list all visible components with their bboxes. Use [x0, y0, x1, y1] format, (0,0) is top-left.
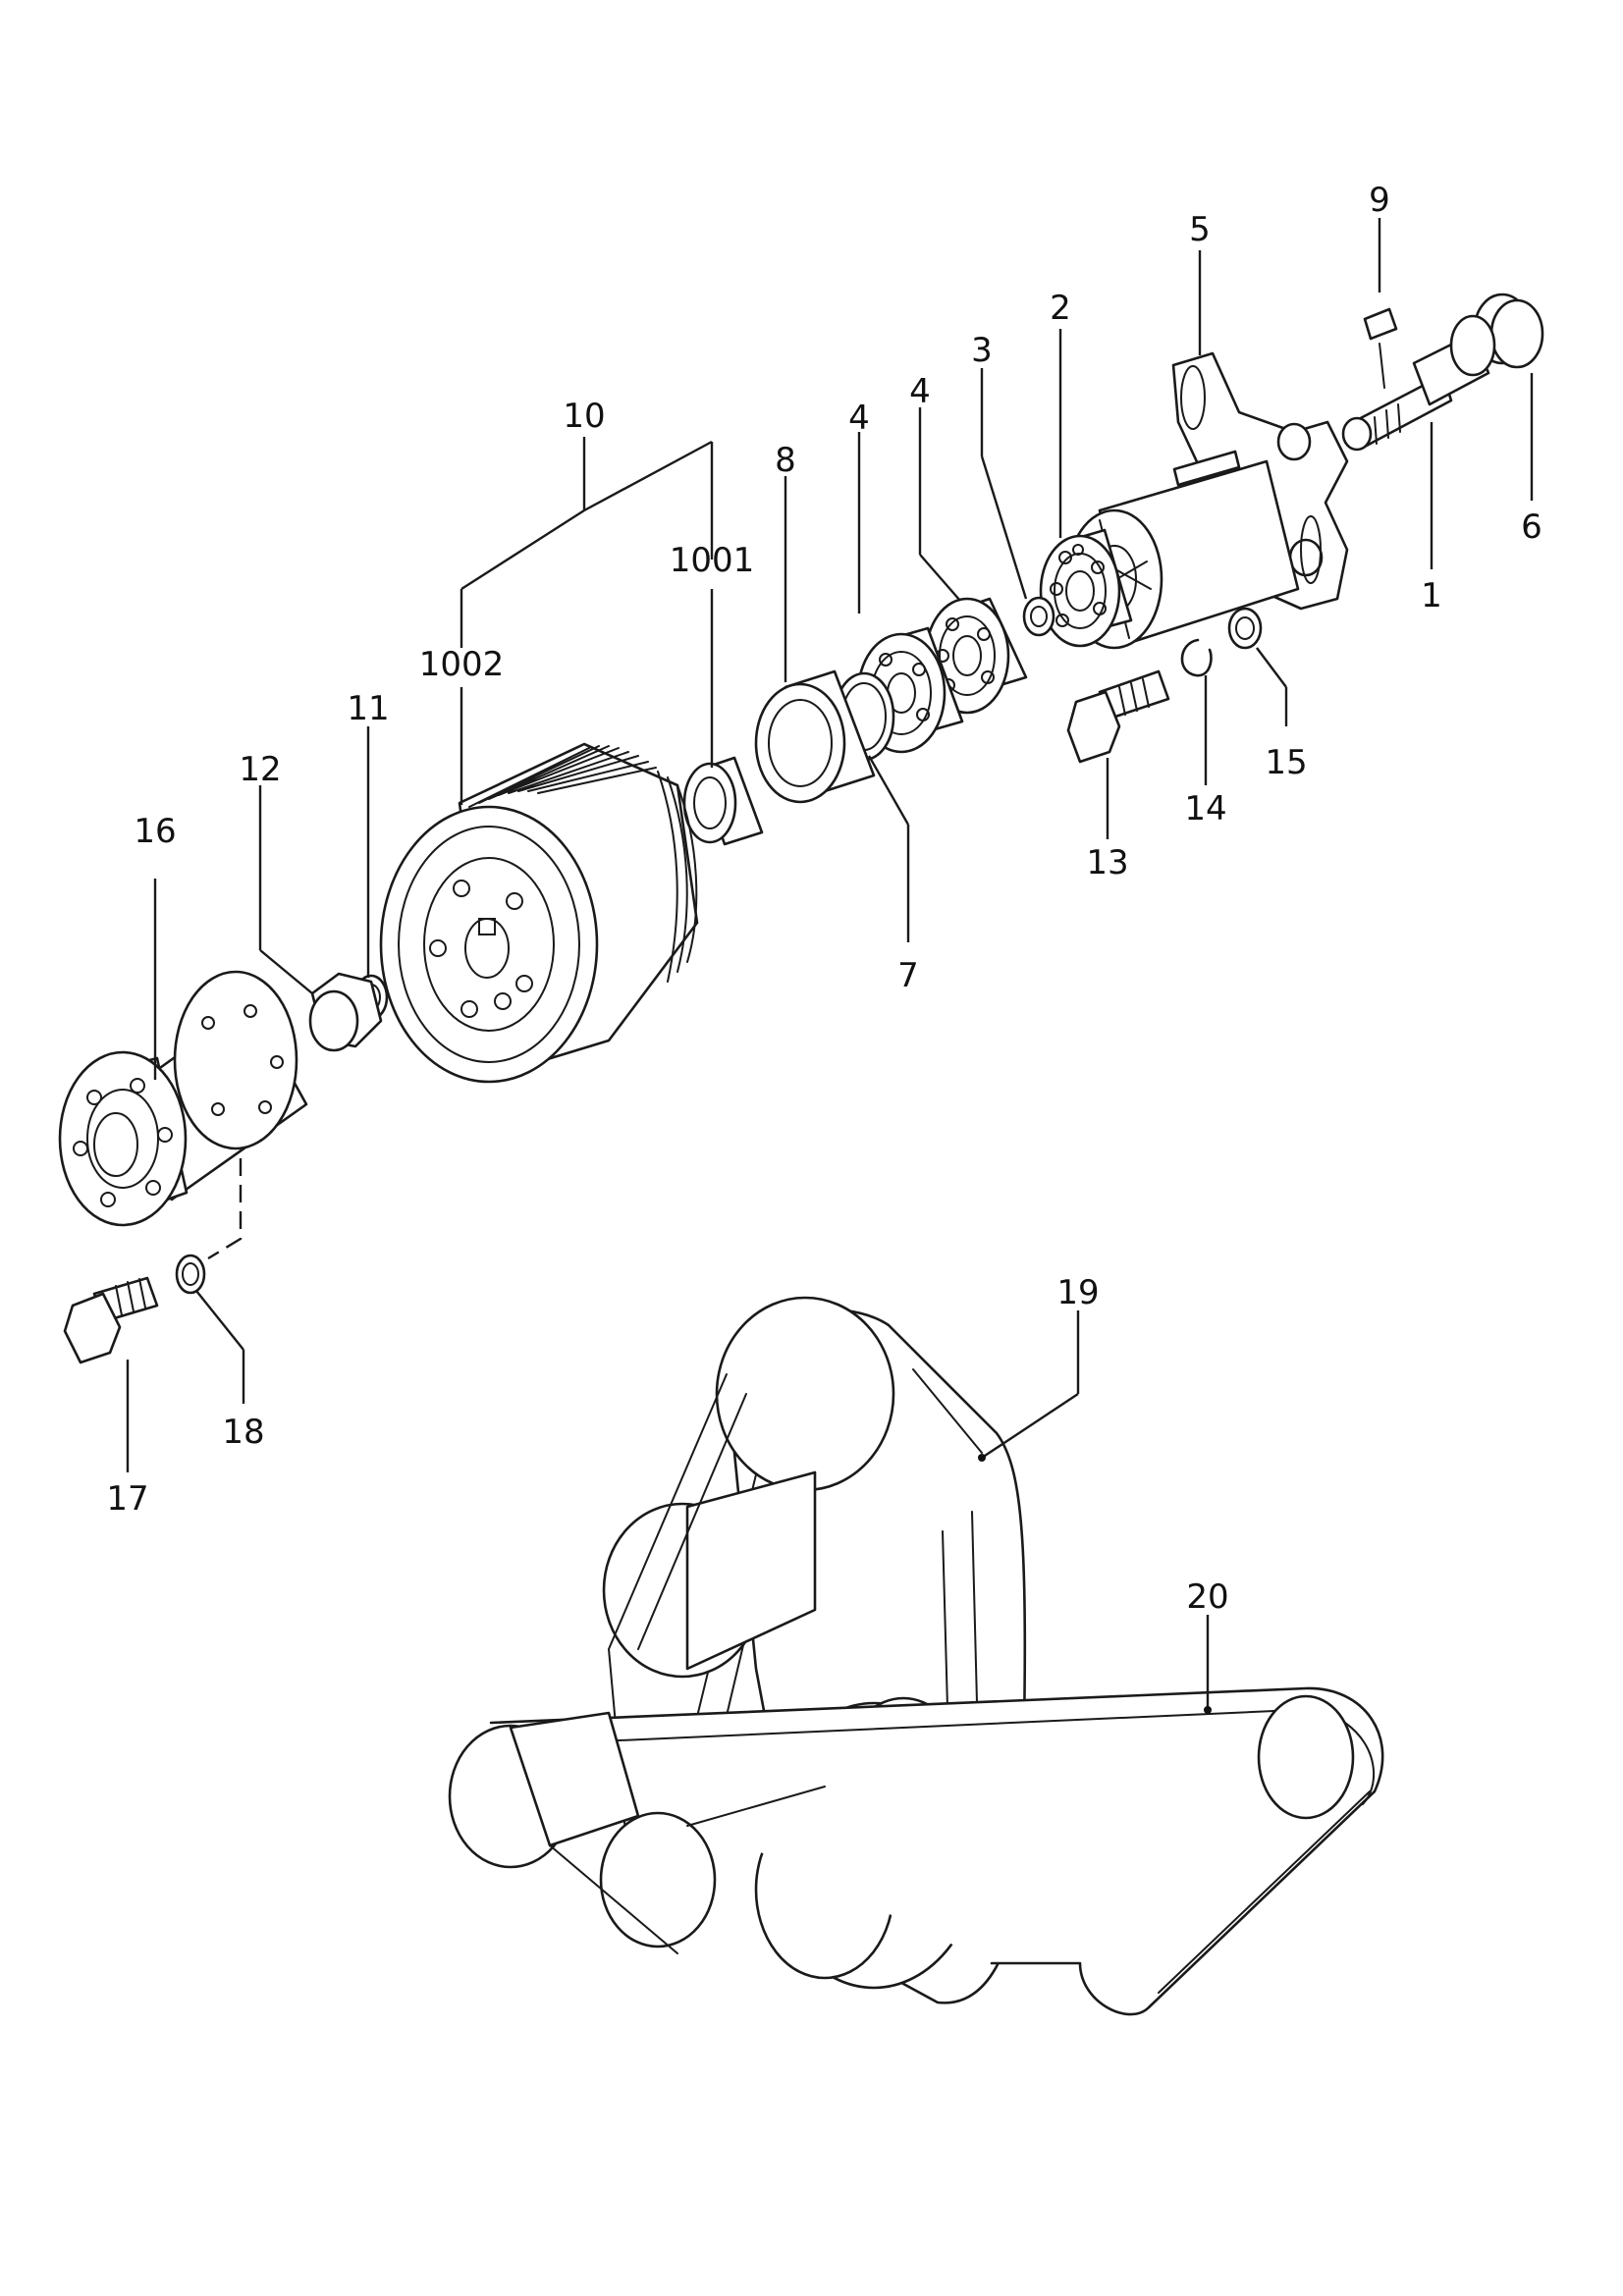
- callout-7: 7: [897, 956, 919, 995]
- part-3-spacer: [1022, 596, 1055, 637]
- leader-dot-19: [978, 1454, 986, 1462]
- part-16-hub: [58, 970, 308, 1227]
- callout-2: 2: [1050, 289, 1071, 328]
- callout-16: 16: [134, 812, 176, 851]
- callout-18: 18: [222, 1413, 264, 1452]
- leader-dot-20: [1204, 1706, 1212, 1714]
- part-20-belt: [448, 1686, 1384, 2016]
- callout-11: 11: [347, 689, 389, 728]
- part-2-bearing: [1039, 528, 1133, 648]
- part-12-nut: [308, 972, 383, 1052]
- part-4-bearing-upper: [924, 597, 1028, 715]
- callout-4-upper: 4: [909, 372, 931, 411]
- callout-1002: 1002: [419, 645, 505, 684]
- callout-1: 1: [1421, 576, 1442, 615]
- assembly-line-16-17: [207, 1158, 243, 1260]
- part-15-washer: [1227, 607, 1263, 650]
- callout-6: 6: [1521, 507, 1542, 547]
- part-8-seal: [754, 669, 876, 804]
- callout-14: 14: [1184, 789, 1226, 828]
- part-1001-bushing: [682, 756, 764, 846]
- callout-12: 12: [239, 750, 281, 789]
- callout-20: 20: [1186, 1577, 1228, 1617]
- callout-15: 15: [1265, 743, 1307, 782]
- part-17-bolt: [63, 1276, 159, 1364]
- part-1002-pulley: [379, 742, 699, 1084]
- callout-9: 9: [1369, 181, 1390, 220]
- part-1-shaft: [1341, 314, 1496, 452]
- callout-8: 8: [775, 441, 796, 480]
- callout-3: 3: [971, 331, 993, 370]
- callout-5: 5: [1189, 210, 1211, 249]
- part-18-washer: [175, 1254, 206, 1295]
- callout-1001: 1001: [670, 541, 755, 580]
- callout-labels: 1 2 3 4 4 5 6 7 8 9 10 1001 1002 11 12 1…: [106, 181, 1542, 1617]
- callout-17: 17: [106, 1479, 148, 1519]
- part-9-key: [1363, 307, 1398, 389]
- part-14-lock-washer: [1180, 638, 1213, 677]
- callout-10: 10: [563, 397, 605, 436]
- part-13-bolt: [1066, 669, 1170, 764]
- callout-13: 13: [1086, 843, 1128, 882]
- callout-19: 19: [1056, 1273, 1099, 1312]
- leader-lines: [126, 218, 1534, 1710]
- callout-4-lower: 4: [848, 399, 870, 438]
